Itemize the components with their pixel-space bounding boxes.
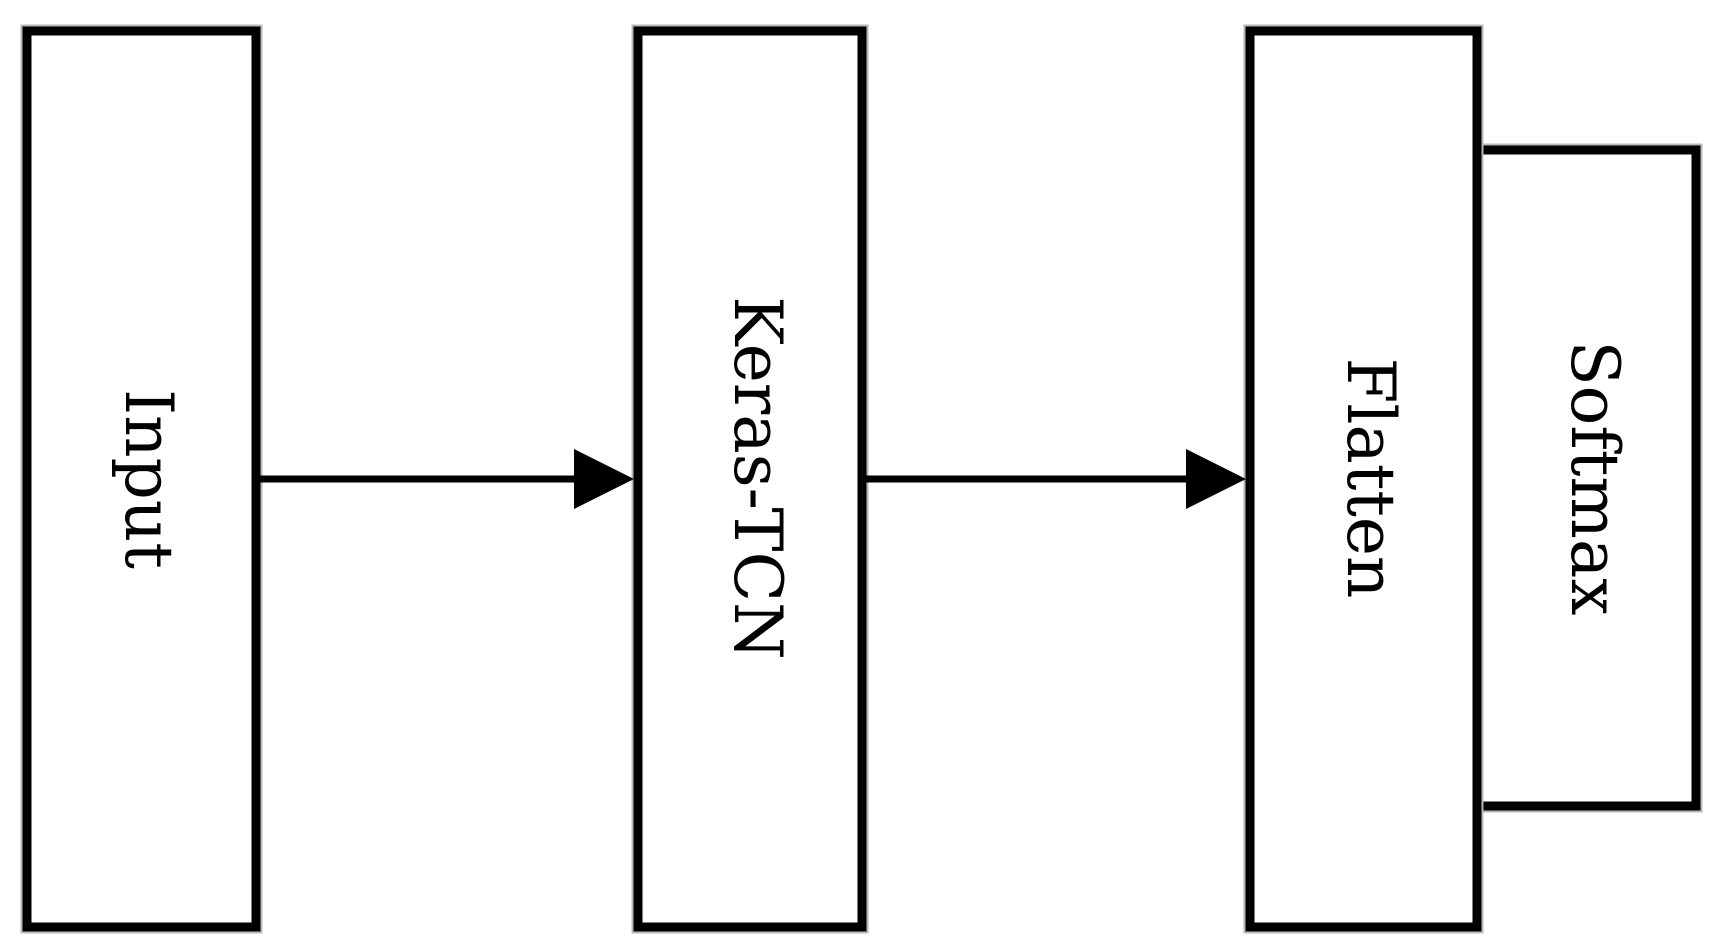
softmax-node: Softmax [1470,143,1703,813]
softmax-label: Softmax [1556,340,1633,615]
keras-tcn-node: Keras-TCN [631,24,869,934]
softmax-box [1472,145,1701,811]
arrowhead-icon [1186,449,1246,509]
flatten-box [1245,26,1482,932]
input-label: Input [110,389,187,569]
edge-input-to-keras-tcn [256,449,634,509]
input-node: Input [20,24,263,934]
flatten-label: Flatten [1332,358,1409,599]
arrowhead-icon [574,449,634,509]
edge-keras-tcn-to-flatten [862,449,1246,509]
keras-tcn-label: Keras-TCN [719,296,796,660]
input-box [22,26,261,932]
keras-tcn-box [633,26,867,932]
flatten-node: Flatten [1243,24,1484,934]
